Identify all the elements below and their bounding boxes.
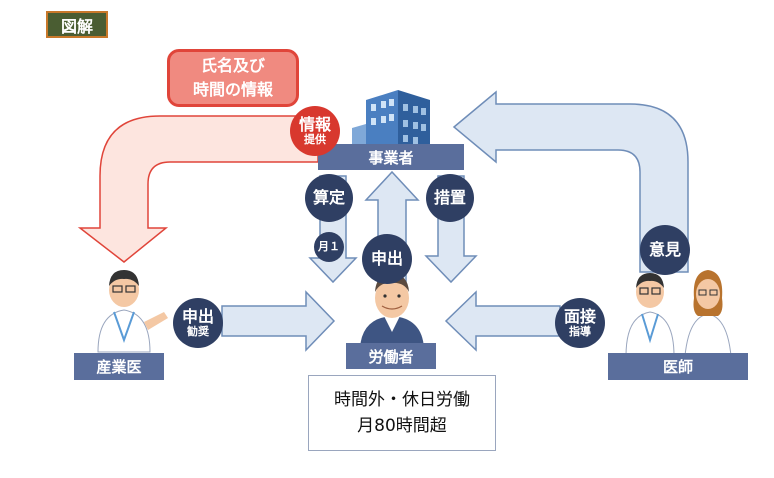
employer-label: 事業者 <box>318 144 464 170</box>
interview-main: 面接 <box>563 307 596 327</box>
callout-line-2: 時間の情報 <box>192 80 273 99</box>
note-line-2: 月80時間超 <box>357 416 447 436</box>
overtime-note: 時間外・休日労働 月80時間超 <box>308 375 496 451</box>
interview-sub: 指導 <box>569 324 591 338</box>
measures-label: 措置 <box>433 188 466 208</box>
callout-line-1: 氏名及び <box>200 56 265 75</box>
info-provide-main: 情報 <box>298 115 331 135</box>
physician-label: 医師 <box>608 353 748 380</box>
info-callout: 氏名及び 時間の情報 <box>167 49 299 107</box>
month1-badge: 月１ <box>314 232 344 262</box>
diagram-tag: 図解 <box>46 11 108 38</box>
building-icon <box>352 90 430 150</box>
opinion-label: 意見 <box>648 240 681 260</box>
request-label: 申出 <box>370 249 403 269</box>
info-provide-badge: 情報 提供 <box>290 106 340 156</box>
month1-label: 月１ <box>318 239 340 253</box>
request-advice-badge: 申出 勧奨 <box>173 298 223 348</box>
note-line-1: 時間外・休日労働 <box>334 390 470 410</box>
opinion-badge: 意見 <box>640 225 690 275</box>
request-advice-sub: 勧奨 <box>187 324 209 338</box>
info-provide-sub: 提供 <box>304 132 326 146</box>
interview-arrow <box>444 290 561 352</box>
worker-figure-icon <box>360 274 424 348</box>
measures-badge: 措置 <box>426 174 474 222</box>
calc-badge: 算定 <box>305 174 353 222</box>
request-badge: 申出 <box>362 234 412 284</box>
industrial-doctor-figure-icon <box>97 270 168 353</box>
worker-label: 労働者 <box>346 343 436 369</box>
advice-arrow <box>221 290 336 352</box>
calc-label: 算定 <box>312 188 345 208</box>
interview-badge: 面接 指導 <box>555 298 605 348</box>
info-flow-arrow <box>77 115 319 263</box>
request-advice-main: 申出 <box>181 307 214 327</box>
industrial-doctor-label: 産業医 <box>74 353 164 380</box>
opinion-flow-arrow <box>452 90 689 273</box>
